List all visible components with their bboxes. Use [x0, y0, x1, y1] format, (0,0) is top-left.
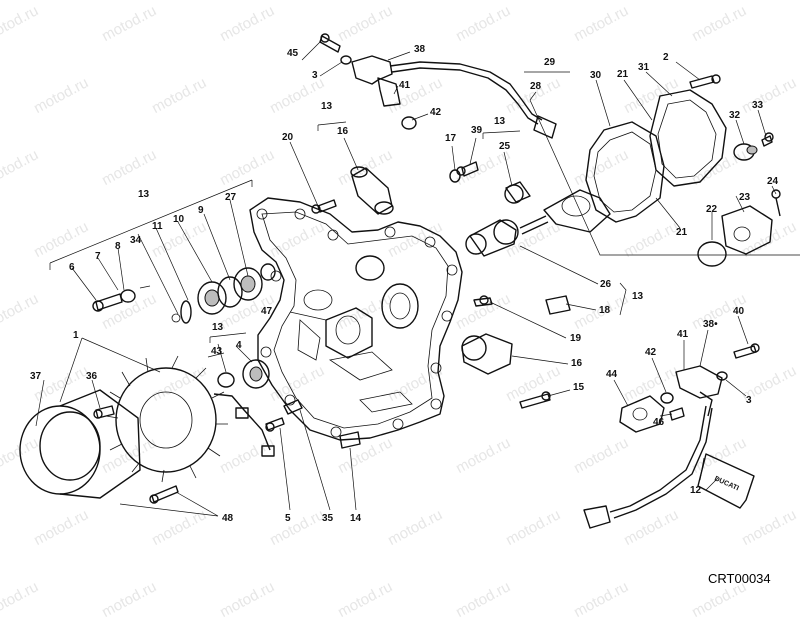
callout-38-marked: 38•: [703, 319, 718, 330]
callout-24: 24: [767, 176, 779, 187]
callout-27: 27: [225, 192, 237, 203]
callout-3: 3: [746, 395, 752, 406]
callout-8: 8: [115, 241, 121, 252]
crankcase-cover: [249, 197, 463, 441]
callout-36: 36: [86, 371, 98, 382]
callout-34: 34: [130, 235, 142, 246]
callout-7: 7: [95, 251, 101, 262]
callout-30: 30: [590, 70, 602, 81]
callout-26: 26: [600, 279, 612, 290]
small-bolts-upper: [311, 161, 479, 214]
callout-13: 13: [138, 189, 150, 200]
water-pump-assembly: [465, 74, 800, 267]
callout-12: 12: [690, 485, 702, 496]
callout-42: 42: [645, 347, 657, 358]
callout-42: 42: [430, 107, 442, 118]
callout-38: 38: [414, 44, 426, 55]
callout-21: 21: [617, 69, 629, 80]
callout-39: 39: [471, 125, 483, 136]
callout-47: 47: [261, 306, 273, 317]
callout-11: 11: [152, 221, 163, 232]
callout-13: 13: [494, 116, 506, 127]
callout-6: 6: [69, 262, 75, 273]
callout-16: 16: [571, 358, 583, 369]
callout-5: 5: [285, 513, 291, 524]
callout-13: 13: [632, 291, 644, 302]
callout-1: 1: [73, 330, 79, 341]
callout-41: 41: [399, 80, 411, 91]
callout-13: 13: [212, 322, 224, 333]
callout-4: 4: [236, 340, 242, 351]
callout-33: 33: [752, 100, 764, 111]
callout-17: 17: [445, 133, 457, 144]
callout-40: 40: [733, 306, 745, 317]
callout-18: 18: [599, 305, 611, 316]
sleeve-16-upper: [350, 166, 394, 215]
callout-35: 35: [322, 513, 334, 524]
exploded-view-drawing: DUCATI: [19, 33, 800, 529]
callout-28: 28: [530, 81, 542, 92]
callout-32: 32: [729, 110, 741, 121]
callout-10: 10: [173, 214, 185, 225]
callout-9: 9: [198, 205, 204, 216]
callout-21: 21: [676, 227, 688, 238]
callout-31: 31: [638, 62, 650, 73]
sensor-assembly-top: [319, 33, 557, 139]
callout-41: 41: [677, 329, 689, 340]
callout-16: 16: [337, 126, 349, 137]
diagram-code: CRT00034: [708, 571, 771, 586]
callout-20: 20: [282, 132, 294, 143]
callout-13: 13: [321, 101, 333, 112]
generator-group: [19, 355, 303, 504]
callout-15: 15: [573, 382, 585, 393]
leader-lines: [35, 39, 777, 517]
callout-43: 43: [211, 346, 223, 357]
callout-48: 48: [222, 513, 234, 524]
callout-45: 45: [287, 48, 299, 59]
callout-19: 19: [570, 333, 582, 344]
bearing-stack-left: [92, 263, 276, 324]
callout-23: 23: [739, 192, 751, 203]
callout-46: 46: [653, 417, 665, 428]
callout-29: 29: [544, 57, 556, 68]
tube-brand-text: DUCATI: [713, 475, 740, 492]
callout-25: 25: [499, 141, 511, 152]
callout-3: 3: [312, 70, 318, 81]
callout-37: 37: [30, 371, 42, 382]
callout-44: 44: [606, 369, 618, 380]
group-bracket-lines: [49, 71, 627, 358]
lower-right-parts: [339, 295, 571, 449]
callout-2: 2: [663, 52, 669, 63]
callout-14: 14: [350, 513, 362, 524]
callout-22: 22: [706, 204, 718, 215]
